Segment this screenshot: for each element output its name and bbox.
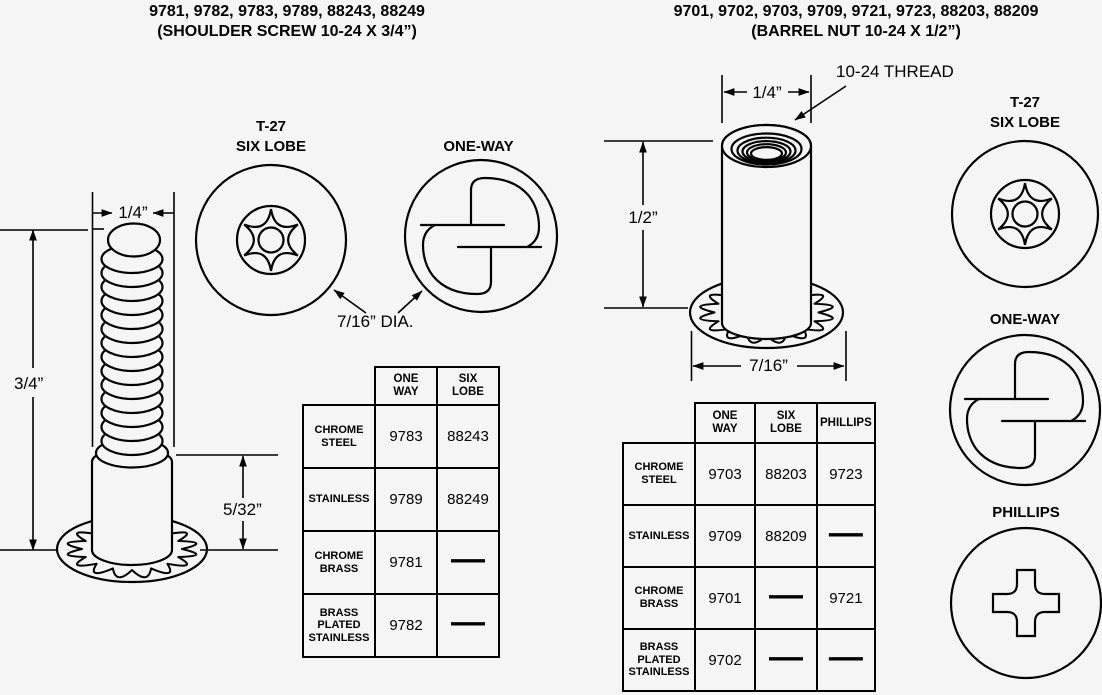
part-number-cell: 9721 (816, 566, 876, 630)
nut-title-line1: 9701, 9702, 9703, 9709, 9721, 9723, 8820… (673, 3, 1039, 20)
head-diameter-label: 7/16” DIA. (337, 312, 414, 331)
one-way-head-left (403, 158, 559, 314)
screw-threads (94, 222, 170, 469)
part-number-cell: 88209 (754, 504, 818, 568)
one-way-label-left: ONE-WAY (443, 138, 514, 155)
no-part-dash: — (754, 566, 818, 630)
one-way-head-right (948, 333, 1102, 487)
row-label: BRASS PLATED STAINLESS (622, 628, 696, 692)
row-label: BRASS PLATED STAINLESS (302, 593, 376, 658)
screw-thread-dia-label: 1/4” (118, 203, 148, 222)
nut-length-label: 1/2” (628, 208, 658, 227)
no-part-dash: — (816, 628, 876, 692)
six-lobe-label-right-line2: SIX LOBE (989, 114, 1060, 131)
part-number-cell: 9701 (694, 566, 756, 630)
six-lobe-label-left-line1: T-27 (255, 118, 286, 135)
drive-head-details (194, 139, 1102, 680)
part-number-cell: 9703 (694, 442, 756, 506)
row-label: STAINLESS (302, 467, 376, 532)
part-number-cell: 9702 (694, 628, 756, 692)
row-label: CHROME BRASS (302, 530, 376, 595)
col-header: PHILLIPS (816, 402, 876, 444)
part-number-cell: 88203 (754, 442, 818, 506)
col-header: SIX LOBE (754, 402, 818, 444)
dimension-lines (0, 75, 847, 551)
nut-thread-dia-label: 1/4” (752, 83, 782, 102)
screw-title-line2: (SHOULDER SCREW 10-24 X 3/4”) (157, 23, 417, 40)
nut-internal-threads (730, 132, 803, 166)
part-number-cell: 88243 (436, 404, 500, 469)
six-lobe-head-right (950, 139, 1100, 289)
part-number-cell: 9723 (816, 442, 876, 506)
nut-flange-dia-label: 7/16” (749, 356, 788, 375)
part-number-cell: 9709 (694, 504, 756, 568)
row-label: CHROME BRASS (622, 566, 696, 630)
no-part-dash: — (816, 504, 876, 568)
screw-shoulder-label: 5/32” (223, 500, 262, 519)
six-lobe-label-right-line1: T-27 (1009, 94, 1040, 111)
part-number-cell: 9781 (374, 530, 438, 595)
phillips-label-right: PHILLIPS (992, 504, 1060, 521)
row-label: CHROME STEEL (622, 442, 696, 506)
nut-title-line2: (BARREL NUT 10-24 X 1/2”) (751, 23, 961, 40)
phillips-head-right (949, 526, 1102, 680)
part-number-cell: 88249 (436, 467, 500, 532)
one-way-label-right: ONE-WAY (989, 311, 1061, 328)
six-lobe-label-left-line2: SIX LOBE (235, 138, 306, 155)
part-number-cell: 9782 (374, 593, 438, 658)
nut-thread-callout: 10-24 THREAD (836, 62, 954, 81)
part-number-cell: 9783 (374, 404, 438, 469)
row-label: CHROME STEEL (302, 404, 376, 469)
no-part-dash: — (754, 628, 818, 692)
corner-cell (623, 403, 695, 443)
col-header: SIX LOBE (436, 366, 500, 406)
corner-cell (303, 367, 375, 405)
six-lobe-head-left (194, 163, 348, 317)
shoulder-screw-drawing (55, 222, 209, 584)
row-label: STAINLESS (622, 504, 696, 568)
screw-title-line1: 9781, 9782, 9783, 9789, 88243, 88249 (149, 3, 425, 20)
phillips-cross (991, 568, 1061, 638)
part-number-cell: 9789 (374, 467, 438, 532)
col-header: ONE WAY (694, 402, 756, 444)
no-part-dash: — (436, 530, 500, 595)
screw-length-label: 3/4” (14, 374, 44, 393)
barrel-nut-drawing (688, 123, 845, 350)
no-part-dash: — (436, 593, 500, 658)
col-header: ONE WAY (374, 366, 438, 406)
